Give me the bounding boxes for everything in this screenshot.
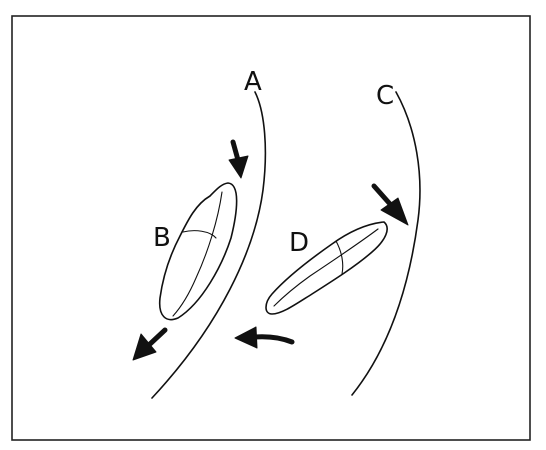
tooth-d: [265, 221, 388, 315]
figure-border: [11, 15, 531, 441]
tooth-d-cej-line: [335, 240, 344, 275]
arch-curve-c: [351, 91, 421, 396]
arch-curve-a: [151, 91, 267, 399]
tooth-b-cej-line: [182, 230, 217, 239]
arrow-down-right-d: [371, 183, 409, 226]
arrow-left-d: [234, 326, 295, 349]
label-b: B: [153, 223, 171, 253]
tooth-b: [158, 182, 238, 321]
arrow-down-b: [228, 139, 249, 179]
label-a: A: [244, 67, 262, 97]
tooth-b-root-line: [172, 191, 223, 317]
label-c: C: [376, 81, 394, 111]
tooth-d-root-line: [273, 228, 379, 307]
tooth-d-outline: [265, 221, 388, 315]
arrow-down-left-b: [132, 327, 168, 361]
tooth-b-outline: [158, 182, 238, 321]
label-d: D: [289, 228, 309, 258]
